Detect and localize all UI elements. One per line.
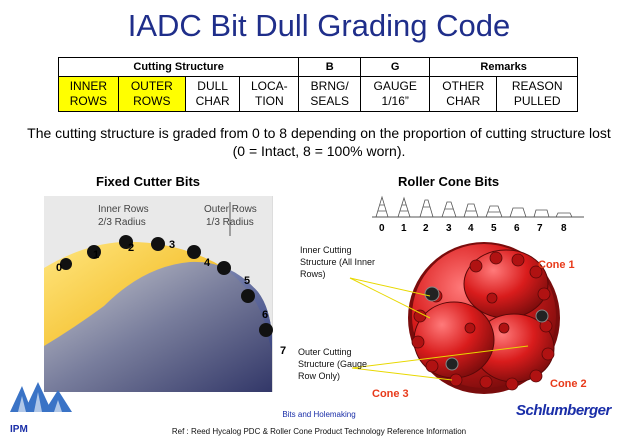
nozzle-1 xyxy=(424,286,440,302)
scale-2: 2 xyxy=(423,223,429,233)
tooth-profiles xyxy=(375,195,573,218)
inner-radius-label: 2/3 Radius xyxy=(98,217,146,228)
tooth-0 xyxy=(375,195,389,218)
grade-2: 2 xyxy=(128,242,134,254)
tooth-8 xyxy=(555,212,573,218)
grade-5: 5 xyxy=(244,275,250,287)
cone-3-label: Cone 3 xyxy=(372,388,409,400)
scale-3: 3 xyxy=(446,223,452,233)
tooth-4 xyxy=(463,203,479,218)
intro-text: The cutting structure is graded from 0 t… xyxy=(27,125,611,159)
cone-2-label: Cone 2 xyxy=(550,378,587,390)
grade-numbers: 0 1 2 3 4 5 6 7 xyxy=(56,239,286,357)
header-b: B xyxy=(298,57,362,77)
roller-wear-scale: 0 1 2 3 4 5 6 7 8 xyxy=(372,195,584,233)
nozzle-3 xyxy=(535,309,549,323)
slide-title: IADC Bit Dull Grading Code xyxy=(127,8,511,43)
tooth-3 xyxy=(441,201,457,218)
tooth-6 xyxy=(509,207,527,218)
cell-bearing-seals: BRNG/SEALS xyxy=(298,76,362,112)
tooth-5 xyxy=(485,205,503,218)
nozzle-2 xyxy=(445,357,459,371)
scale-5: 5 xyxy=(491,223,497,233)
fixed-cutter-title: Fixed Cutter Bits xyxy=(96,174,201,189)
ipm-logo-mountains xyxy=(10,382,72,412)
scale-1: 1 xyxy=(401,223,407,233)
cutter-row xyxy=(60,235,273,337)
footer-subtitle: Bits and Holemaking xyxy=(282,410,356,419)
cutter-0 xyxy=(60,258,72,270)
grade-1: 1 xyxy=(93,249,99,261)
schlumberger-logo: Schlumberger xyxy=(516,402,611,419)
cutter-3 xyxy=(151,237,165,251)
cell-location: LOCA-TION xyxy=(239,76,300,112)
tooth-7 xyxy=(533,209,550,218)
cutter-6 xyxy=(241,289,255,303)
roller-cone-title: Roller Cone Bits xyxy=(398,174,500,189)
cutter-2 xyxy=(119,235,133,249)
cutter-1 xyxy=(87,245,101,259)
scale-0: 0 xyxy=(379,223,385,233)
grade-4: 4 xyxy=(204,257,211,269)
leader-inner-2 xyxy=(349,277,431,319)
ipm-logo-text: IPM xyxy=(10,424,28,435)
outer-radius-label: 1/3 Radius xyxy=(206,217,254,228)
leader-inner-1 xyxy=(349,277,431,297)
grade-0: 0 xyxy=(56,262,62,274)
nozzles xyxy=(424,286,549,371)
radius-labels: Inner Rows 2/3 Radius Outer Rows 1/3 Rad… xyxy=(98,204,257,228)
tooth-1 xyxy=(397,196,411,218)
table-header-row: Cutting Structure B G Remarks xyxy=(57,57,578,77)
cutter-5 xyxy=(217,261,231,275)
cutter-4 xyxy=(187,245,201,259)
leader-outer-2 xyxy=(351,345,529,369)
inner-rows-label: Inner Rows xyxy=(98,204,149,215)
grade-6: 6 xyxy=(262,309,268,321)
scale-numbers: 0 1 2 3 4 5 6 7 8 xyxy=(379,223,567,233)
inner-cutting-caption: Inner Cutting Structure (All Inner Rows) xyxy=(300,245,376,279)
cutter-7 xyxy=(259,323,273,337)
bit-body-overlay xyxy=(44,261,272,392)
outer-rows-label: Outer Rows xyxy=(204,204,257,215)
footer-reference: Ref : Reed Hycalog PDC & Roller Cone Pro… xyxy=(171,427,467,436)
outer-cutting-caption: Outer Cutting Structure (Gauge Row Only) xyxy=(298,347,368,381)
cone-lobes xyxy=(413,249,555,383)
scale-6: 6 xyxy=(514,223,520,233)
fixed-cutter-diagram: Inner Rows 2/3 Radius Outer Rows 1/3 Rad… xyxy=(44,196,286,392)
cone-1-label: Cone 1 xyxy=(538,259,575,271)
grade-7: 7 xyxy=(280,345,286,357)
grade-3: 3 xyxy=(169,239,175,251)
scale-8: 8 xyxy=(561,223,567,233)
scale-4: 4 xyxy=(468,223,474,233)
scale-7: 7 xyxy=(537,223,543,233)
header-g: G xyxy=(360,57,431,77)
tooth-2 xyxy=(419,199,434,218)
leader-outer-1 xyxy=(351,367,453,381)
